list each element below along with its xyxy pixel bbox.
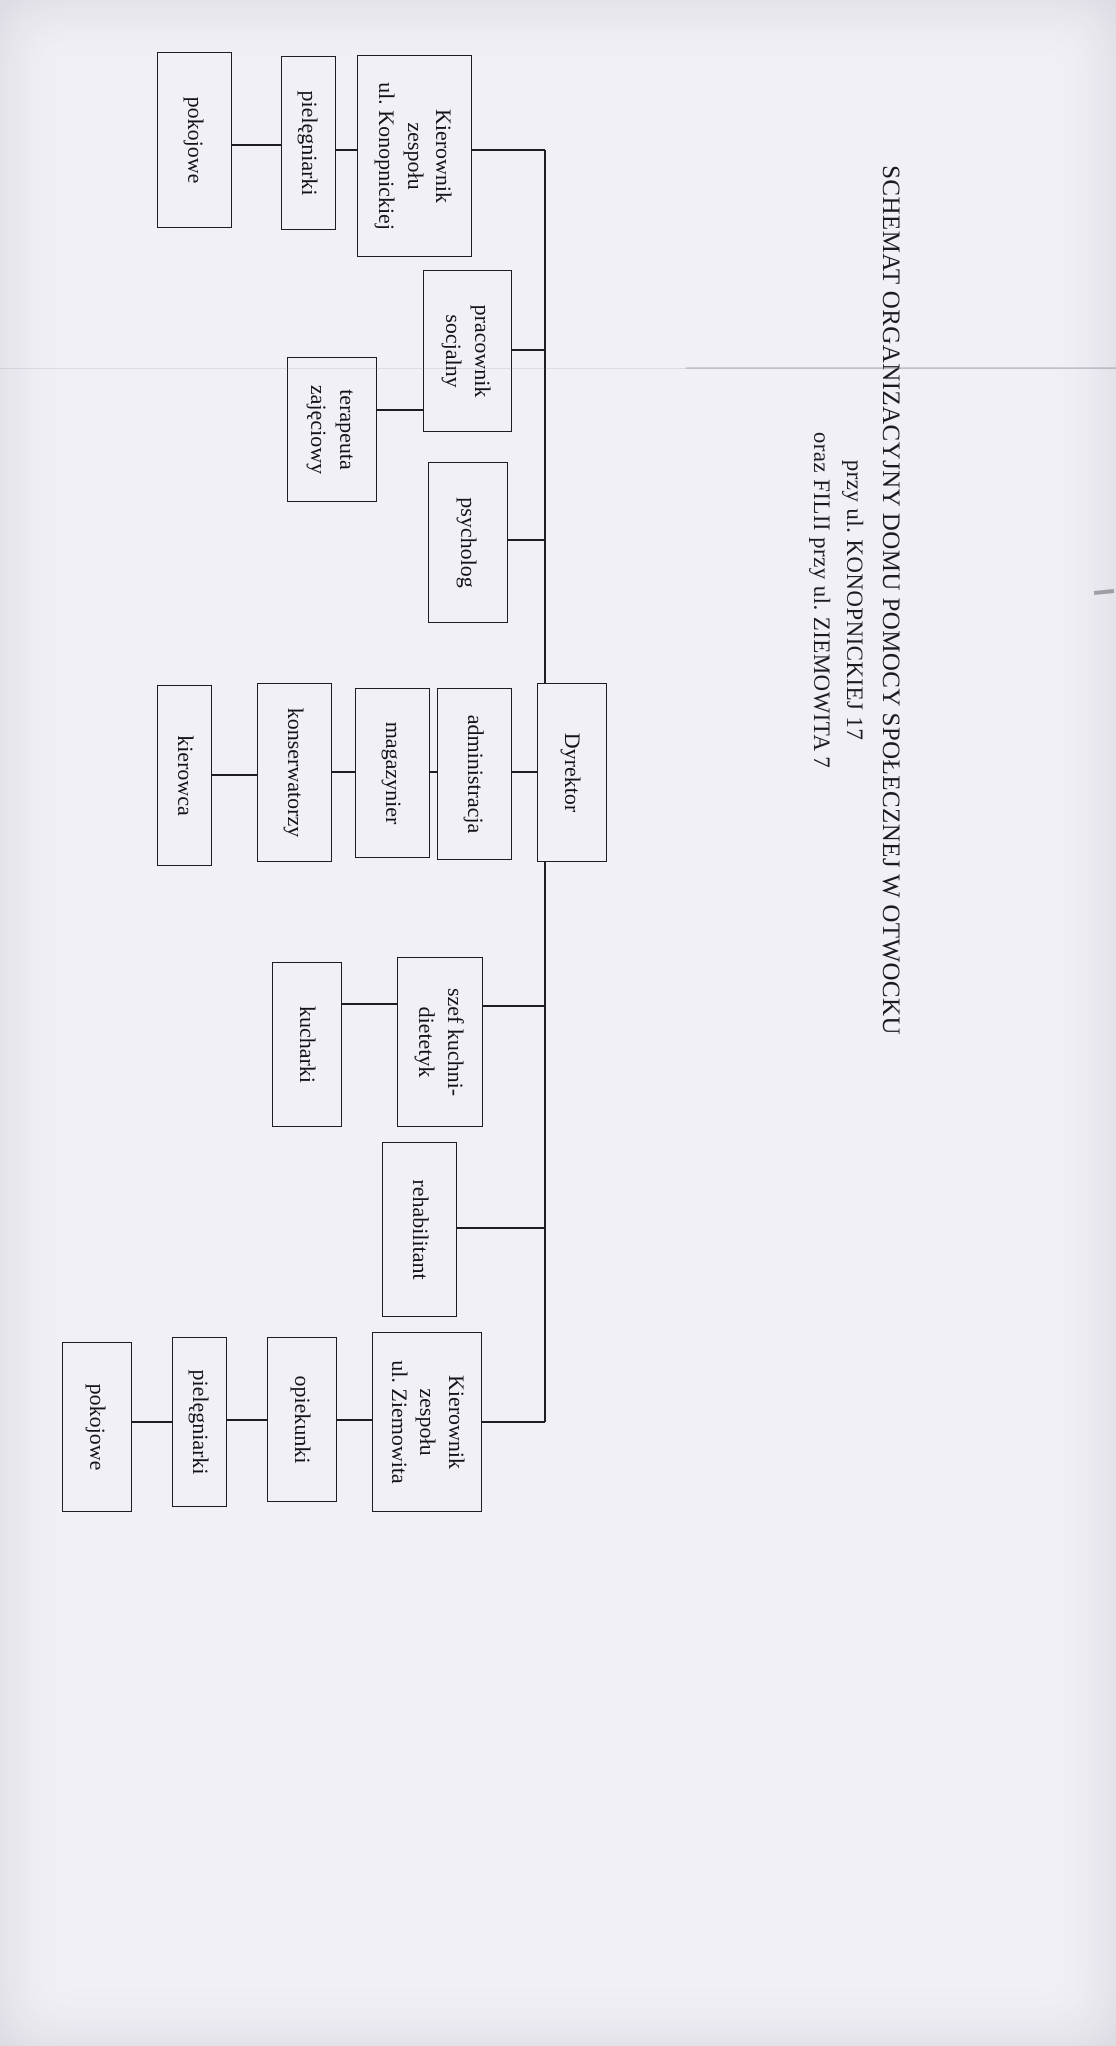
org-node-label: opiekunki — [290, 1375, 316, 1464]
org-node-label: kucharki — [295, 1006, 321, 1083]
org-node-psycholog: psycholog — [428, 462, 508, 623]
org-node-label: szef kuchni- — [442, 987, 468, 1097]
org-node-label: administracja — [462, 714, 488, 834]
org-node-label: zespołu — [402, 122, 428, 190]
org-node-rehabilitant: rehabilitant — [382, 1142, 457, 1317]
org-node-magazynier: magazynier — [355, 688, 430, 858]
stub-psycholog — [508, 539, 545, 541]
scan-artifact-line-right — [686, 367, 1116, 369]
org-node-konserwatorzy: konserwatorzy — [257, 683, 332, 862]
link-kierownik-k-pielegniarki — [336, 149, 357, 151]
link-konserwatorzy-kierowca — [212, 774, 257, 776]
org-node-label: ul. Ziemowita — [386, 1360, 412, 1484]
link-pracownik-terapeuta — [377, 409, 423, 411]
org-node-label: pokojowe — [182, 96, 208, 184]
org-node-label: socjalny — [441, 314, 467, 388]
link-szef-kuchni-kucharki — [342, 1003, 397, 1005]
org-node-label: pielęgniarki — [187, 1369, 213, 1475]
org-node-label: Dyrektor — [560, 732, 586, 813]
stub-kierownik-konopnickiej — [472, 149, 545, 151]
org-node-label: konserwatorzy — [282, 707, 308, 838]
org-node-administracja: administracja — [437, 688, 512, 860]
org-node-opiekunki: opiekunki — [267, 1337, 337, 1502]
link-pielegniarki-k-pokojowe — [232, 144, 281, 146]
stub-kierownik-ziemowita — [482, 1421, 545, 1423]
org-node-label: zajęciowy — [306, 384, 331, 475]
org-node-pielegniarki-ziemowita: pielęgniarki — [172, 1337, 227, 1507]
org-node-label: terapeuta — [334, 389, 360, 470]
stub-pracownik-socjalny — [512, 349, 545, 351]
org-node-label: pracownik — [470, 304, 496, 398]
org-node-label: rehabilitant — [407, 1179, 433, 1280]
org-node-dyrektor: Dyrektor — [537, 683, 607, 862]
org-node-label: dietetyk — [414, 1006, 439, 1078]
stub-administracja — [512, 771, 537, 773]
link-opiekunki-pielegniarki — [227, 1419, 267, 1421]
chart-title-line3: oraz FILII przy ul. ZIEMOWITA 7 — [809, 431, 834, 769]
org-node-pokojowe-ziemowita: pokojowe — [62, 1342, 132, 1512]
chart-title-block: SCHEMAT ORGANIZACYJNY DOMU POMOCY SPOŁEC… — [808, 0, 904, 1200]
chart-title-line2: przy ul. KONOPNICKIEJ 17 — [842, 459, 867, 741]
org-node-label: pielęgniarki — [296, 90, 322, 196]
chart-title-line1: SCHEMAT ORGANIZACYJNY DOMU POMOCY SPOŁEC… — [877, 165, 904, 1035]
stub-rehabilitant — [457, 1227, 545, 1229]
link-administracja-magazynier — [430, 771, 437, 773]
org-node-label: zespołu — [415, 1388, 441, 1456]
link-pielegniarki-z-pokojowe — [132, 1421, 172, 1423]
org-node-pielegniarki-konopnickiej: pielęgniarki — [281, 56, 336, 230]
stub-szef-kuchni — [483, 1005, 545, 1007]
scan-artifact-line — [0, 368, 1116, 369]
link-kierownik-z-opiekunki — [337, 1419, 372, 1421]
org-node-kucharki: kucharki — [272, 962, 342, 1127]
org-node-label: psycholog — [456, 497, 482, 588]
org-node-label: magazynier — [380, 721, 406, 825]
org-node-label: pokojowe — [85, 1383, 111, 1471]
org-node-label: Kierownik — [431, 108, 457, 204]
org-node-label: ul. Konopnickiej — [374, 82, 400, 230]
org-node-pokojowe-konopnickiej: pokojowe — [157, 52, 232, 228]
org-node-kierowca: kierowca — [157, 685, 212, 866]
link-magazynier-konserwatorzy — [332, 771, 355, 773]
org-node-szef-kuchni-dietetyk: szef kuchni-dietetyk — [397, 957, 483, 1127]
org-node-label: Kierownik — [443, 1374, 469, 1470]
org-node-label: kierowca — [172, 735, 198, 816]
